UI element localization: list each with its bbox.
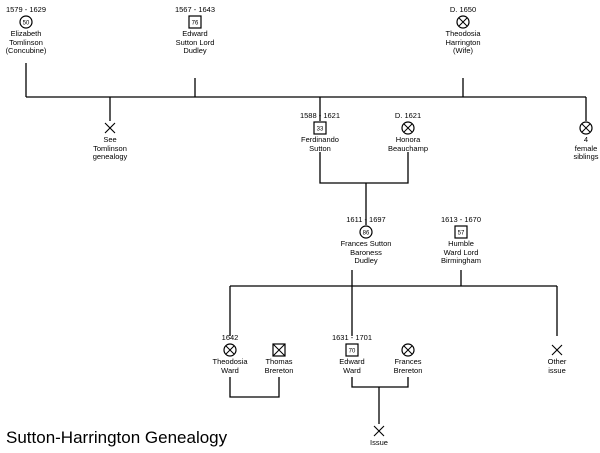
female-symbol-icon: 50 [19,15,33,29]
person-dates [512,334,600,343]
person-age: 57 [458,231,465,237]
male-symbol-icon: 57 [454,225,468,239]
person-dates [65,112,155,121]
person-dates: 1642 [221,333,239,342]
person-theodosia-ward: 1642 Theodosia Ward [185,333,275,375]
person-dates: 1567 - 1643 [174,5,216,14]
person-dates: D. 1621 [394,111,422,120]
person-name: Edward Sutton Lord Dudley [175,29,215,56]
person-honora-beauchamp: D. 1621 Honora Beauchamp [363,111,453,153]
person-dates [571,112,600,121]
person-name: Theodosia Ward [212,357,248,375]
person-age: 76 [192,21,199,27]
union-edward-frances [351,377,409,388]
female-deceased-symbol-icon [223,343,237,357]
person-name: Elizabeth Tomlinson (Concubine) [5,29,47,56]
person-name: Issue [370,438,388,447]
male-symbol-icon: 70 [345,343,359,357]
union-ferdinando-honora [319,152,409,184]
person-age: 50 [23,21,30,27]
person-ferdinando-sutton: 1588 - 1621 33 Ferdinando Sutton [275,111,365,153]
person-name: Theodosia Harrington (Wife) [445,29,481,56]
unknown-cross-icon [373,425,385,437]
person-name: Other issue [547,357,567,375]
female-deceased-symbol-icon [579,121,593,135]
union-theodosia-thomas [229,377,280,398]
person-dates: 1579 - 1629 [5,5,47,14]
female-symbol-icon: 86 [359,225,373,239]
page-title: Sutton-Harrington Genealogy [6,428,228,447]
person-see-tomlinson-genealogy: See Tomlinson genealogy [65,112,155,162]
male-symbol-icon: 76 [188,15,202,29]
person-4-female-siblings: 4 female siblings [571,112,600,162]
person-humble-ward-lord-birmingham: 1613 - 1670 57 Humble Ward Lord Birmingh… [416,215,506,266]
person-age: 70 [349,349,356,355]
person-dates [363,334,453,343]
person-dates: 1611 - 1697 [346,215,386,224]
unknown-cross-icon [104,122,116,134]
person-dates: 1613 - 1670 [440,215,482,224]
person-age: 33 [317,127,324,133]
person-dates: 1588 - 1621 [299,111,341,120]
person-other-issue: Other issue [512,334,600,375]
person-edward-ward: 1631 - 1701 70 Edward Ward [307,333,397,375]
person-name: 4 female siblings [573,135,599,162]
female-deceased-symbol-icon [401,343,415,357]
person-name: Thomas Brereton [264,357,294,375]
person-dates: 1631 - 1701 [331,333,373,342]
person-dates [334,415,424,424]
person-edward-sutton-lord-dudley: 1567 - 1643 76 Edward Sutton Lord Dudley [150,5,240,56]
person-name: Honora Beauchamp [387,135,429,153]
person-name: Ferdinando Sutton [301,135,339,153]
male-symbol-icon: 33 [313,121,327,135]
person-theodosia-harrington: D. 1650 Theodosia Harrington (Wife) [418,5,508,56]
person-name: Edward Ward [339,357,365,375]
person-dates: D. 1650 [449,5,477,14]
person-name: Frances Sutton Baroness Dudley [340,239,392,266]
person-name: See Tomlinson genealogy [92,135,128,162]
unknown-cross-icon [551,344,563,356]
female-deceased-symbol-icon [456,15,470,29]
person-elizabeth-tomlinson: 1579 - 1629 50 Elizabeth Tomlinson (Conc… [0,5,71,56]
person-frances-sutton-baroness-dudley: 1611 - 1697 86 Frances Sutton Baroness D… [321,215,411,266]
female-deceased-symbol-icon [401,121,415,135]
person-name: Humble Ward Lord Birmingham [440,239,481,266]
person-name: Frances Brereton [393,357,423,375]
person-issue: Issue [334,415,424,448]
person-thomas-brereton: Thomas Brereton [234,334,324,375]
person-age: 86 [363,231,370,237]
person-frances-brereton: Frances Brereton [363,334,453,375]
male-deceased-symbol-icon [272,343,286,357]
